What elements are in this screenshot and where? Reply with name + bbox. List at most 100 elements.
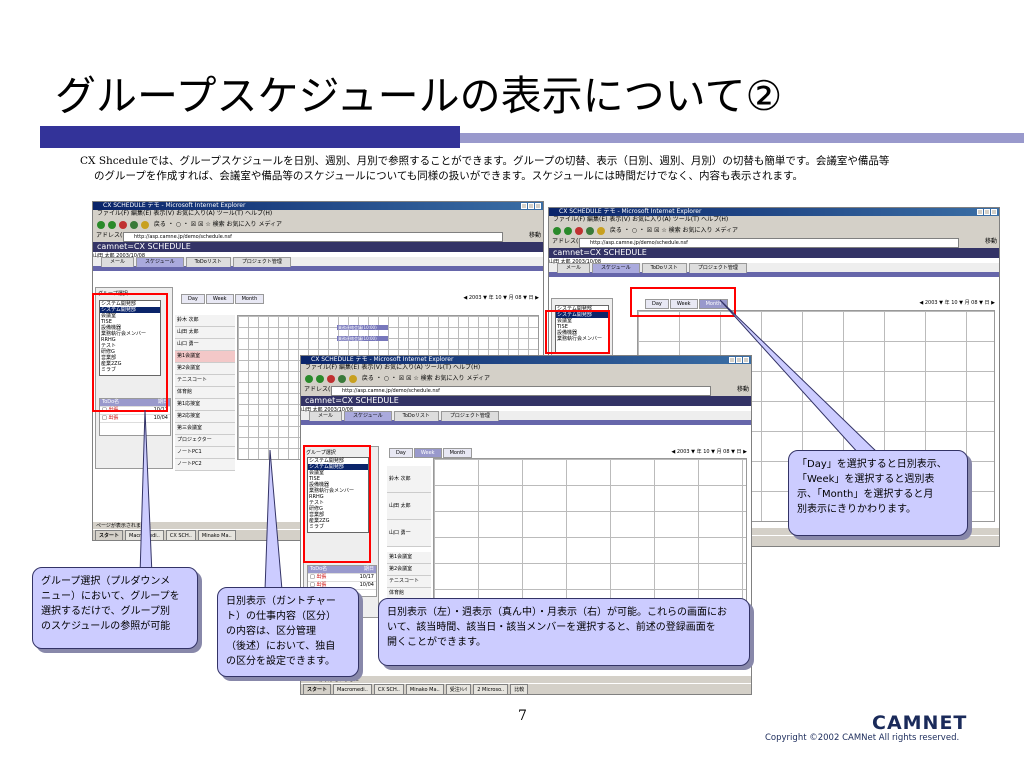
menu-bar[interactable]: ファイル(F) 編集(E) 表示(V) お気に入り(A) ツール(T) ヘルプ(… bbox=[97, 210, 273, 217]
taskbar-item[interactable]: CX SCH.. bbox=[165, 530, 196, 540]
schedule-event[interactable]: 業務連絡会議(10:00) bbox=[337, 336, 388, 341]
tab-schedule[interactable]: スケジュール bbox=[136, 257, 184, 267]
maximize-button[interactable] bbox=[528, 203, 534, 209]
group-option[interactable]: ミラブ bbox=[309, 524, 325, 530]
week-view-button[interactable]: Week bbox=[413, 448, 442, 458]
forward-icon[interactable] bbox=[316, 374, 324, 383]
tab-todo[interactable]: ToDoリスト bbox=[185, 257, 231, 267]
date-selector[interactable]: ◀ 2003 ▼ 年 10 ▼ 月 08 ▼ 日 ▶ bbox=[919, 300, 995, 306]
tab-mail[interactable]: メール bbox=[309, 411, 343, 421]
forward-icon[interactable] bbox=[108, 220, 116, 229]
home-icon[interactable] bbox=[597, 226, 605, 235]
tab-project[interactable]: プロジェクト管理 bbox=[232, 257, 291, 267]
go-button[interactable]: 移動 bbox=[736, 386, 749, 393]
group-option[interactable]: 業務執行会メンバー bbox=[557, 336, 603, 342]
start-button[interactable]: スタート bbox=[95, 530, 124, 540]
week-view-button[interactable]: Week bbox=[669, 299, 698, 309]
group-option[interactable]: 産業2ZG bbox=[309, 518, 330, 524]
close-button[interactable] bbox=[743, 357, 749, 363]
group-option[interactable]: 業務執行会メンバー bbox=[101, 331, 147, 337]
month-view-button[interactable]: Month bbox=[442, 448, 473, 458]
group-option[interactable]: システム開発部 bbox=[556, 312, 608, 318]
member-row[interactable]: 鈴木 次郎 bbox=[387, 466, 431, 493]
stop-icon[interactable] bbox=[119, 220, 127, 229]
date-selector[interactable]: ◀ 2003 ▼ 年 10 ▼ 月 08 ▼ 日 ▶ bbox=[671, 449, 747, 455]
tab-todo[interactable]: ToDoリスト bbox=[393, 411, 439, 421]
maximize-button[interactable] bbox=[736, 357, 742, 363]
day-view-button[interactable]: Day bbox=[389, 448, 413, 458]
address-input[interactable]: http://asp.camne.jp/demo/schedule.nsf bbox=[331, 386, 711, 396]
group-option[interactable]: TISE bbox=[101, 319, 112, 325]
taskbar-item[interactable]: Macromedi.. bbox=[125, 530, 164, 540]
minimize-button[interactable] bbox=[977, 209, 983, 215]
group-option[interactable]: RRHG bbox=[309, 494, 324, 500]
group-option[interactable]: 研修G bbox=[101, 349, 115, 355]
stop-icon[interactable] bbox=[575, 226, 583, 235]
member-row[interactable]: 鈴木 次郎 bbox=[175, 315, 235, 327]
member-row[interactable]: テニスコート bbox=[175, 375, 235, 387]
group-option[interactable]: 産業2ZG bbox=[101, 361, 122, 367]
group-option[interactable]: 設備機器 bbox=[309, 482, 330, 488]
week-view-button[interactable]: Week bbox=[205, 294, 234, 304]
member-row[interactable]: 第2会議室 bbox=[387, 564, 431, 576]
group-select-dropdown[interactable]: システム開発部 システム開発部 会議室 TISE 設備機器 業務執行会メンバー bbox=[555, 305, 609, 353]
tab-mail[interactable]: メール bbox=[557, 263, 591, 273]
group-option[interactable]: 会議室 bbox=[557, 318, 573, 324]
group-option[interactable]: テスト bbox=[309, 500, 325, 506]
home-icon[interactable] bbox=[141, 220, 149, 229]
tab-project[interactable]: プロジェクト管理 bbox=[440, 411, 499, 421]
tab-schedule[interactable]: スケジュール bbox=[344, 411, 392, 421]
member-row[interactable]: 山口 勇一 bbox=[387, 520, 431, 547]
address-input[interactable]: http://asp.camne.jp/demo/schedule.nsf bbox=[123, 232, 503, 242]
member-row[interactable]: 体育館 bbox=[175, 387, 235, 399]
schedule-event[interactable]: 業務連絡会議(10:00) bbox=[337, 325, 388, 330]
home-icon[interactable] bbox=[349, 374, 357, 383]
member-row[interactable]: 第2会議室 bbox=[175, 363, 235, 375]
member-row[interactable]: 山田 太郎 bbox=[175, 327, 235, 339]
member-row[interactable]: ノートPC2 bbox=[175, 459, 235, 471]
group-option[interactable]: 業務執行会メンバー bbox=[309, 488, 355, 494]
date-selector[interactable]: ◀ 2003 ▼ 年 10 ▼ 月 08 ▼ 日 ▶ bbox=[463, 295, 539, 301]
go-button[interactable]: 移動 bbox=[984, 238, 997, 245]
group-option[interactable]: 設備機器 bbox=[557, 330, 578, 336]
group-option[interactable]: TISE bbox=[309, 476, 320, 482]
stop-icon[interactable] bbox=[327, 374, 335, 383]
group-option[interactable]: ミラブ bbox=[101, 367, 117, 373]
day-view-button[interactable]: Day bbox=[181, 294, 205, 304]
member-row[interactable]: 山口 勇一 bbox=[175, 339, 235, 351]
start-button[interactable]: スタート bbox=[303, 684, 332, 694]
menu-bar[interactable]: ファイル(F) 編集(E) 表示(V) お気に入り(A) ツール(T) ヘルプ(… bbox=[553, 216, 729, 223]
taskbar-item[interactable]: 2 Microso.. bbox=[473, 684, 509, 694]
group-option[interactable]: 研修G bbox=[309, 506, 323, 512]
refresh-icon[interactable] bbox=[130, 220, 138, 229]
member-row[interactable]: 第2応接室 bbox=[175, 411, 235, 423]
group-option[interactable]: RRHG bbox=[101, 337, 116, 343]
taskbar-item[interactable]: Minako Ma.. bbox=[405, 684, 444, 694]
minimize-button[interactable] bbox=[729, 357, 735, 363]
member-row[interactable]: 第1会議室 bbox=[175, 351, 235, 363]
taskbar-item[interactable]: Macromedi.. bbox=[333, 684, 372, 694]
member-row[interactable]: ノートPC1 bbox=[175, 447, 235, 459]
group-option[interactable]: システム開発部 bbox=[557, 306, 592, 312]
group-option[interactable]: TISE bbox=[557, 324, 568, 330]
member-row[interactable]: 第1会議室 bbox=[387, 552, 431, 564]
refresh-icon[interactable] bbox=[338, 374, 346, 383]
back-icon[interactable] bbox=[553, 226, 561, 235]
group-option[interactable]: 設備機器 bbox=[101, 325, 122, 331]
close-button[interactable] bbox=[991, 209, 997, 215]
taskbar-item[interactable]: 受注ﾄﾚｲ bbox=[445, 684, 472, 694]
forward-icon[interactable] bbox=[564, 226, 572, 235]
member-row[interactable]: プロジェクター bbox=[175, 435, 235, 447]
minimize-button[interactable] bbox=[521, 203, 527, 209]
group-option[interactable]: システム開発部 bbox=[308, 464, 368, 470]
month-view-button[interactable]: Month bbox=[234, 294, 265, 304]
menu-bar[interactable]: ファイル(F) 編集(E) 表示(V) お気に入り(A) ツール(T) ヘルプ(… bbox=[305, 364, 481, 371]
group-option[interactable]: 営業部 bbox=[101, 355, 117, 361]
back-icon[interactable] bbox=[97, 220, 105, 229]
taskbar-item[interactable]: CX SCH.. bbox=[373, 684, 404, 694]
maximize-button[interactable] bbox=[984, 209, 990, 215]
tab-project[interactable]: プロジェクト管理 bbox=[688, 263, 747, 273]
member-row[interactable]: 山田 太郎 bbox=[387, 493, 431, 520]
